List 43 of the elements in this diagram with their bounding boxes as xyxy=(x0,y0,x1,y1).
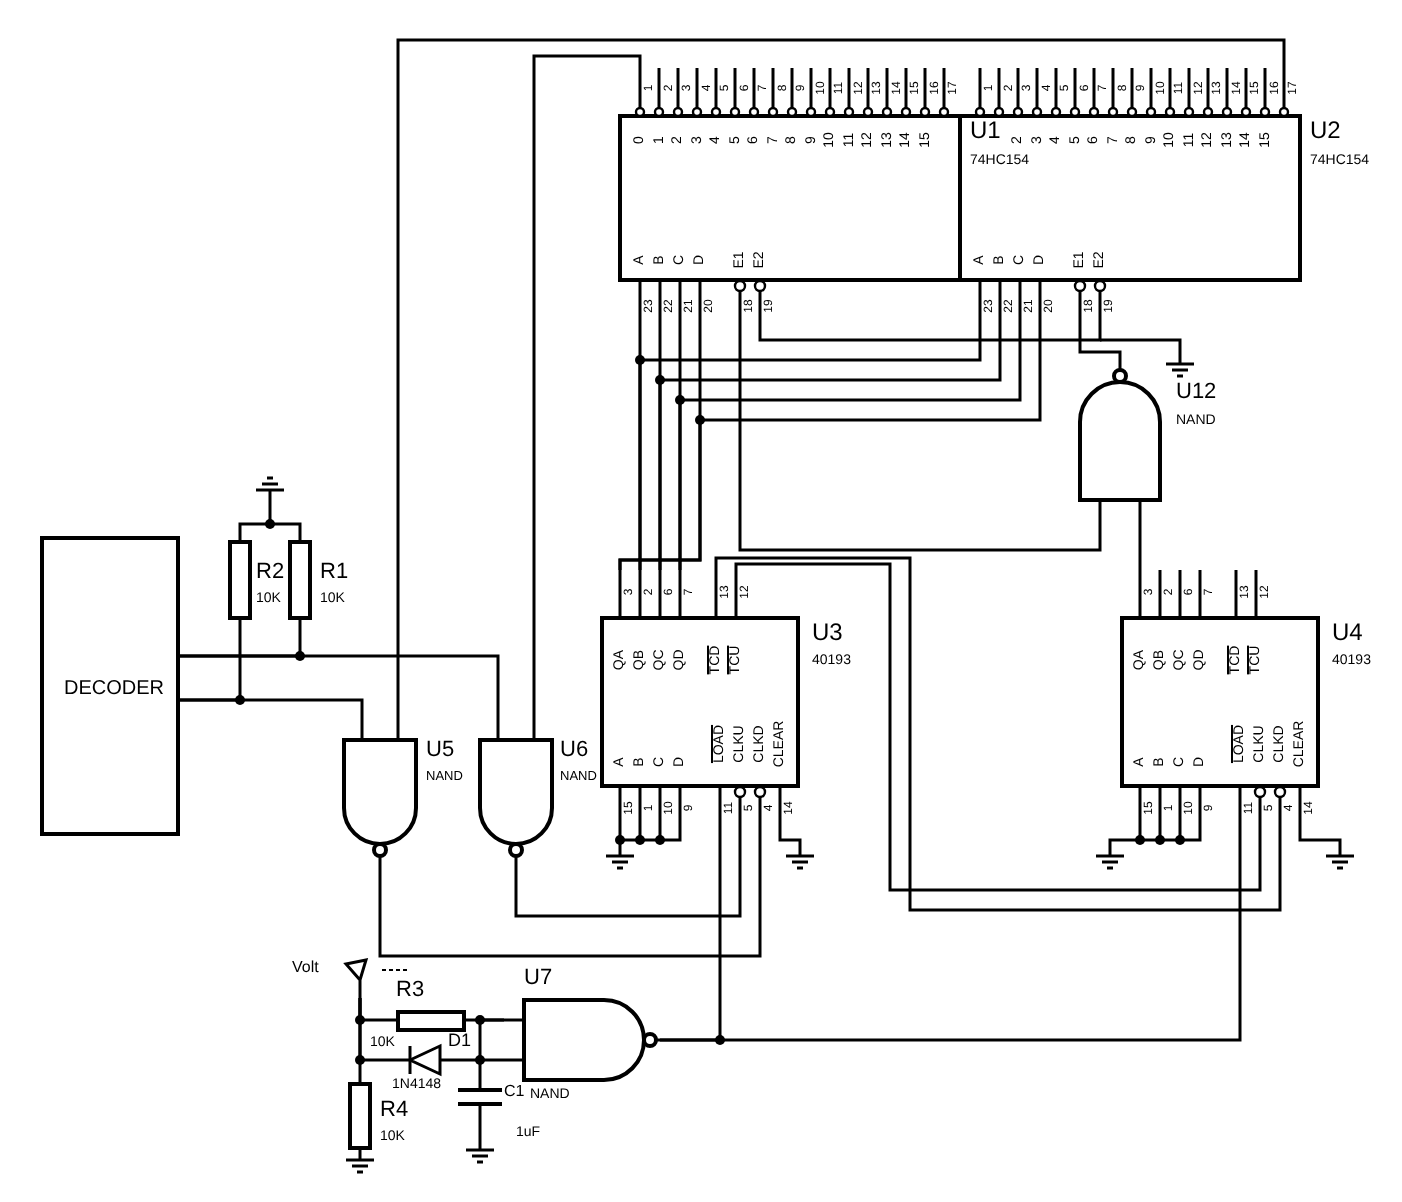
wire xyxy=(396,38,1286,720)
wire xyxy=(532,54,642,720)
wire xyxy=(738,334,1102,552)
wire xyxy=(1078,334,1122,366)
terminal-label: Volt xyxy=(292,960,319,976)
resistor-symbol xyxy=(228,540,252,620)
wire xyxy=(238,522,302,540)
resistor-symbol xyxy=(396,1010,466,1032)
wire xyxy=(444,1058,504,1062)
component-label: U6 xyxy=(560,740,589,762)
wire xyxy=(180,654,500,720)
wire xyxy=(180,698,364,720)
wire xyxy=(478,1018,504,1088)
terminal-symbol xyxy=(344,958,372,998)
wire xyxy=(378,826,762,958)
component-label: U7 xyxy=(524,968,553,990)
component-label: R1 xyxy=(320,562,349,584)
diode-symbol xyxy=(404,1046,444,1074)
nand-gate-symbol xyxy=(476,720,556,872)
block-label: DECODER xyxy=(64,680,164,700)
component-label: U4 xyxy=(1332,620,1363,644)
wire xyxy=(660,826,1242,1042)
component-label: R3 xyxy=(396,980,425,1002)
component-label: U5 xyxy=(426,740,455,762)
nand-gate-symbol xyxy=(1076,366,1164,540)
component-label: D1 xyxy=(448,1032,472,1050)
component-label: U12 xyxy=(1176,382,1217,404)
component-label: R2 xyxy=(256,562,285,584)
nand-gate-symbol xyxy=(340,720,420,872)
component-label: U3 xyxy=(812,620,843,644)
component-label: U1 xyxy=(970,118,1001,142)
wire xyxy=(758,334,1102,342)
wire xyxy=(1138,540,1142,570)
component-label: R4 xyxy=(380,1100,409,1122)
nand-gate-symbol xyxy=(504,996,660,1084)
component-label: U2 xyxy=(1310,118,1341,142)
resistor-symbol xyxy=(288,540,312,620)
wire xyxy=(358,998,362,1082)
component-label: C1 xyxy=(504,1084,525,1100)
wire xyxy=(514,826,742,918)
capacitor-symbol xyxy=(458,1088,502,1106)
module-block xyxy=(40,536,180,836)
resistor-symbol xyxy=(348,1082,372,1150)
